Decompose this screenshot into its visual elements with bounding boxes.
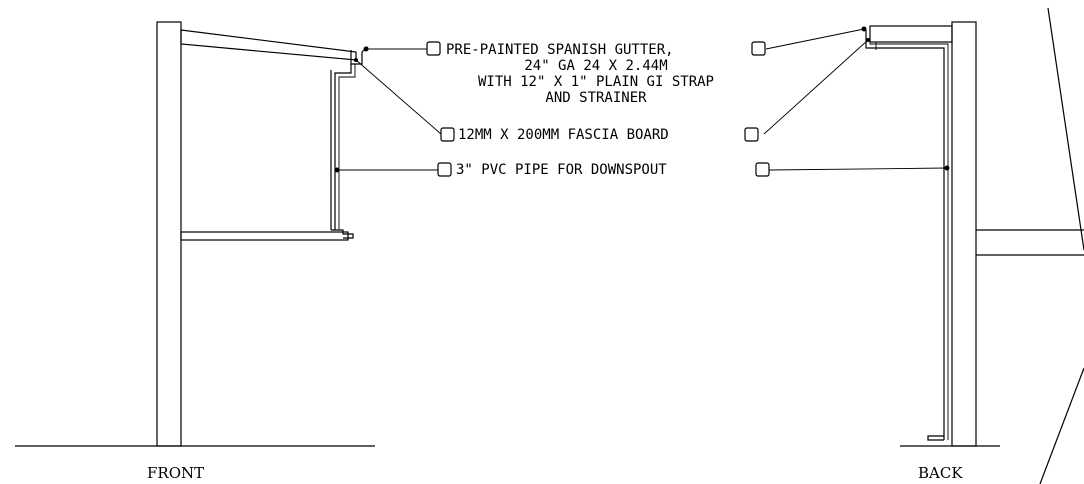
front-slab bbox=[180, 231, 349, 241]
fascia-tag-right bbox=[744, 127, 759, 142]
downspout-note: 3" PVC PIPE FOR DOWNSPOUT bbox=[437, 162, 770, 178]
section-cut-line-upper bbox=[1047, 7, 1084, 251]
back-view-label: BACK bbox=[918, 464, 963, 482]
back-column bbox=[951, 21, 977, 447]
gutter-note-line1: PRE-PAINTED SPANISH GUTTER, bbox=[446, 42, 674, 58]
downspout-tag-left bbox=[437, 162, 452, 177]
section-cut-line-lower bbox=[1039, 367, 1084, 484]
back-roof bbox=[869, 25, 953, 43]
gutter-note-line2: 24" GA 24 X 2.44M bbox=[524, 58, 667, 74]
front-spout-outlet bbox=[331, 229, 354, 239]
downspout-note-text: 3" PVC PIPE FOR DOWNSPOUT bbox=[456, 162, 667, 178]
gutter-tag-right bbox=[751, 41, 766, 56]
gutter-tag-left bbox=[426, 41, 441, 56]
front-view-label: FRONT bbox=[147, 464, 204, 482]
front-column bbox=[156, 21, 182, 447]
back-downspout-outer bbox=[865, 30, 945, 440]
gutter-note-line3: WITH 12" X 1" PLAIN GI STRAP bbox=[478, 74, 714, 90]
gutter-leader-right bbox=[765, 28, 865, 50]
front-downspout-outer bbox=[334, 64, 352, 230]
fascia-leader-left bbox=[355, 59, 442, 135]
fascia-tag-left bbox=[440, 127, 455, 142]
fascia-note-text: 12MM X 200MM FASCIA BOARD bbox=[458, 127, 669, 143]
front-roof bbox=[180, 29, 357, 61]
fascia-leader-right bbox=[763, 39, 869, 135]
back-view: BACK bbox=[861, 7, 1084, 484]
back-downspout-inner bbox=[869, 36, 949, 440]
front-downspout-inner bbox=[338, 64, 356, 230]
leaders bbox=[337, 28, 948, 171]
gutter-note: PRE-PAINTED SPANISH GUTTER, 24" GA 24 X … bbox=[426, 41, 766, 106]
back-spout-outlet bbox=[927, 435, 944, 441]
downspout-tag-right bbox=[755, 162, 770, 177]
fascia-note: 12MM X 200MM FASCIA BOARD bbox=[440, 127, 759, 143]
front-view: FRONT bbox=[15, 21, 375, 482]
downspout-leader-right bbox=[768, 167, 948, 171]
gutter-note-line4: AND STRAINER bbox=[545, 90, 647, 106]
